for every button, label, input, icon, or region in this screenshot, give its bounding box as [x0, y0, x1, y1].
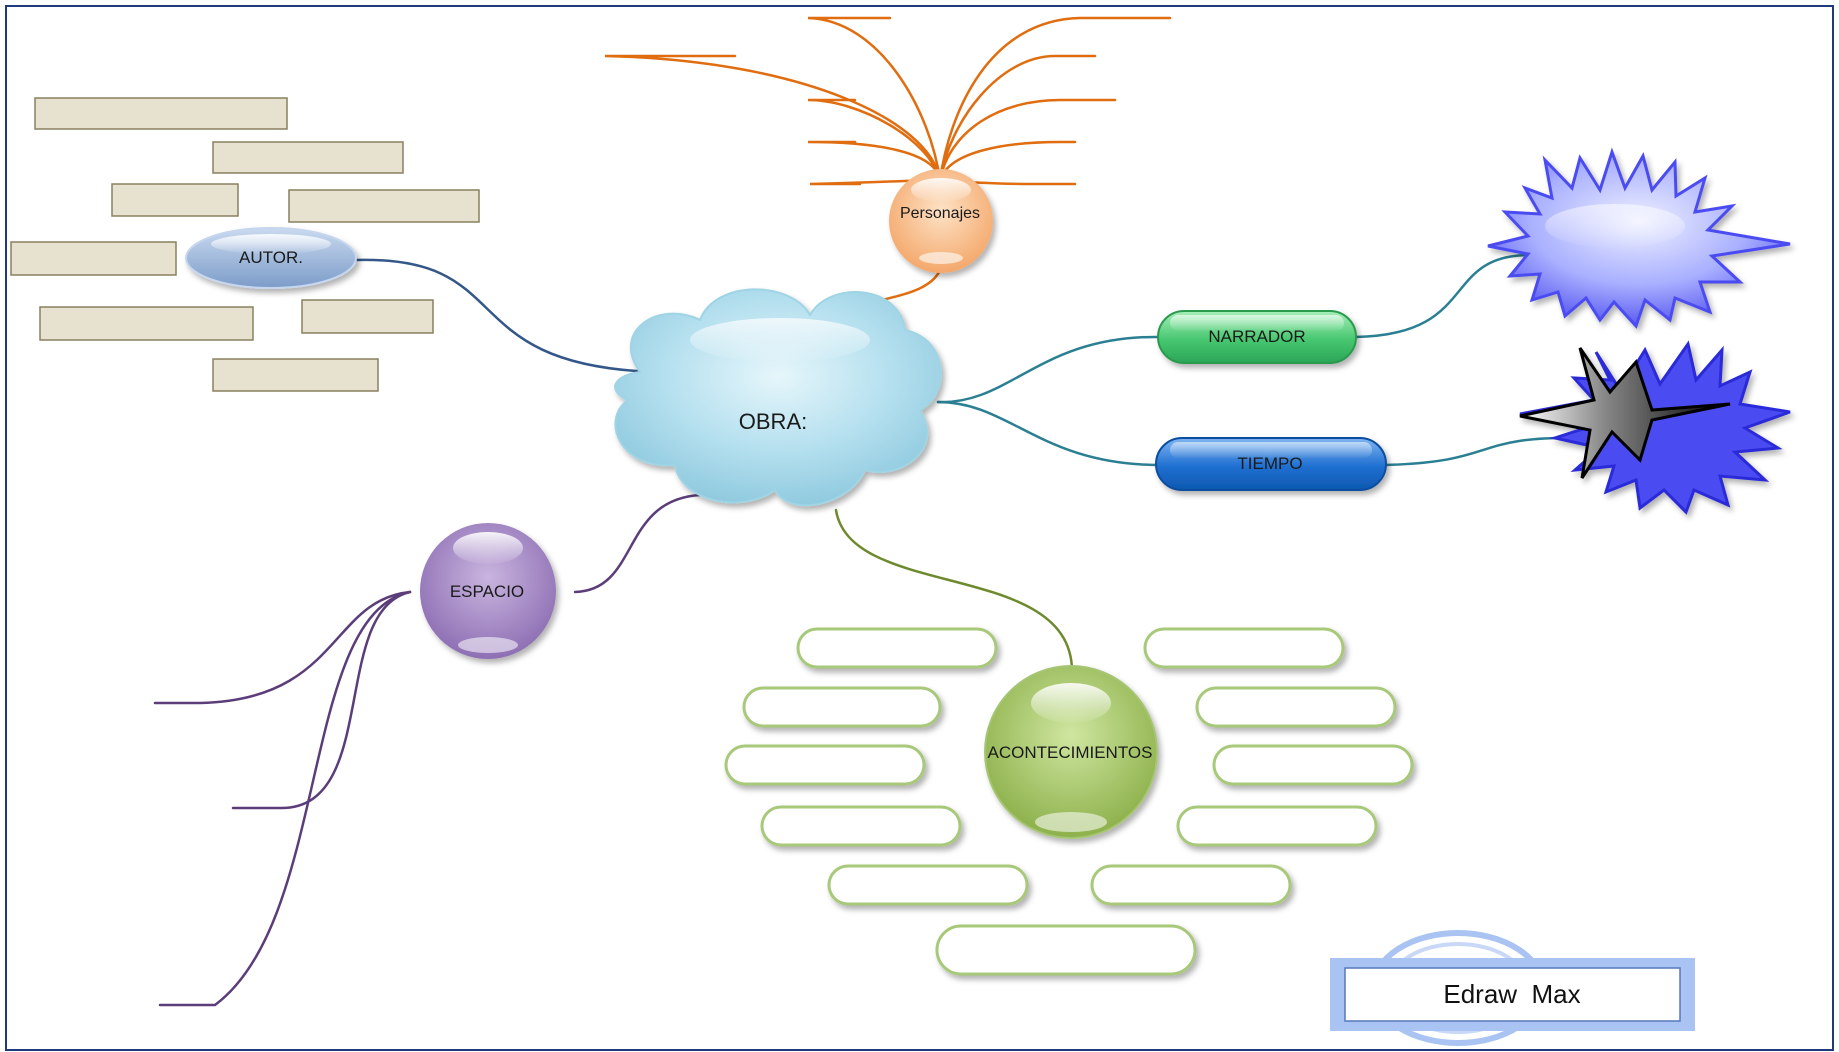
connector-acontecimientos — [834, 508, 1074, 672]
event-pill[interactable] — [1143, 627, 1345, 669]
event-pill[interactable] — [760, 805, 962, 847]
espacio-label: ESPACIO — [450, 582, 524, 601]
acontecimientos-detail-pills — [724, 627, 1414, 976]
edraw-max-watermark — [1330, 930, 1695, 1046]
autor-box[interactable] — [288, 189, 480, 223]
event-pill[interactable] — [1212, 744, 1414, 786]
connector-tiempo — [936, 400, 1162, 467]
narrador-starburst[interactable] — [1487, 147, 1791, 329]
narrador-label: NARRADOR — [1208, 327, 1305, 346]
autor-node[interactable] — [185, 227, 357, 289]
connector-narrador-star — [1353, 253, 1532, 339]
autor-box[interactable] — [212, 358, 379, 392]
connector-tiempo-star — [1383, 436, 1582, 467]
autor-label: AUTOR. — [239, 248, 303, 267]
autor-box[interactable] — [39, 306, 254, 341]
event-pill[interactable] — [724, 744, 926, 786]
espacio-sublines — [153, 590, 412, 1007]
autor-detail-boxes — [10, 97, 480, 392]
personajes-label: Personajes — [900, 205, 980, 222]
event-pill[interactable] — [1195, 686, 1397, 728]
autor-box[interactable] — [34, 97, 288, 130]
connector-espacio — [573, 493, 702, 594]
autor-box[interactable] — [111, 183, 239, 217]
personajes-node[interactable] — [889, 169, 993, 273]
narrador-node[interactable] — [1157, 310, 1357, 364]
espacio-node[interactable] — [420, 523, 556, 659]
obra-cloud-node[interactable] — [614, 288, 942, 507]
tiempo-starburst[interactable] — [1519, 340, 1791, 515]
autor-box[interactable] — [10, 241, 177, 276]
personajes-sublines — [604, 16, 1172, 186]
event-pill[interactable] — [742, 686, 942, 728]
obra-label: OBRA: — [739, 409, 807, 434]
autor-box[interactable] — [301, 299, 434, 334]
diagram-frame — [5, 5, 1834, 1051]
tiempo-label: TIEMPO — [1237, 454, 1302, 473]
edraw-max-label: Edraw Max — [1443, 979, 1580, 1009]
event-pill[interactable] — [796, 627, 998, 669]
acontecimientos-node[interactable] — [984, 665, 1158, 839]
event-pill[interactable] — [827, 864, 1029, 906]
autor-box[interactable] — [212, 141, 404, 174]
acontecimientos-label: ACONTECIMIENTOS — [988, 743, 1153, 762]
connector-narrador — [936, 335, 1162, 404]
event-pill[interactable] — [1176, 805, 1378, 847]
event-pill[interactable] — [1090, 864, 1292, 906]
event-pill[interactable] — [935, 924, 1197, 976]
tiempo-node[interactable] — [1155, 437, 1387, 491]
connector-autor — [353, 258, 657, 374]
